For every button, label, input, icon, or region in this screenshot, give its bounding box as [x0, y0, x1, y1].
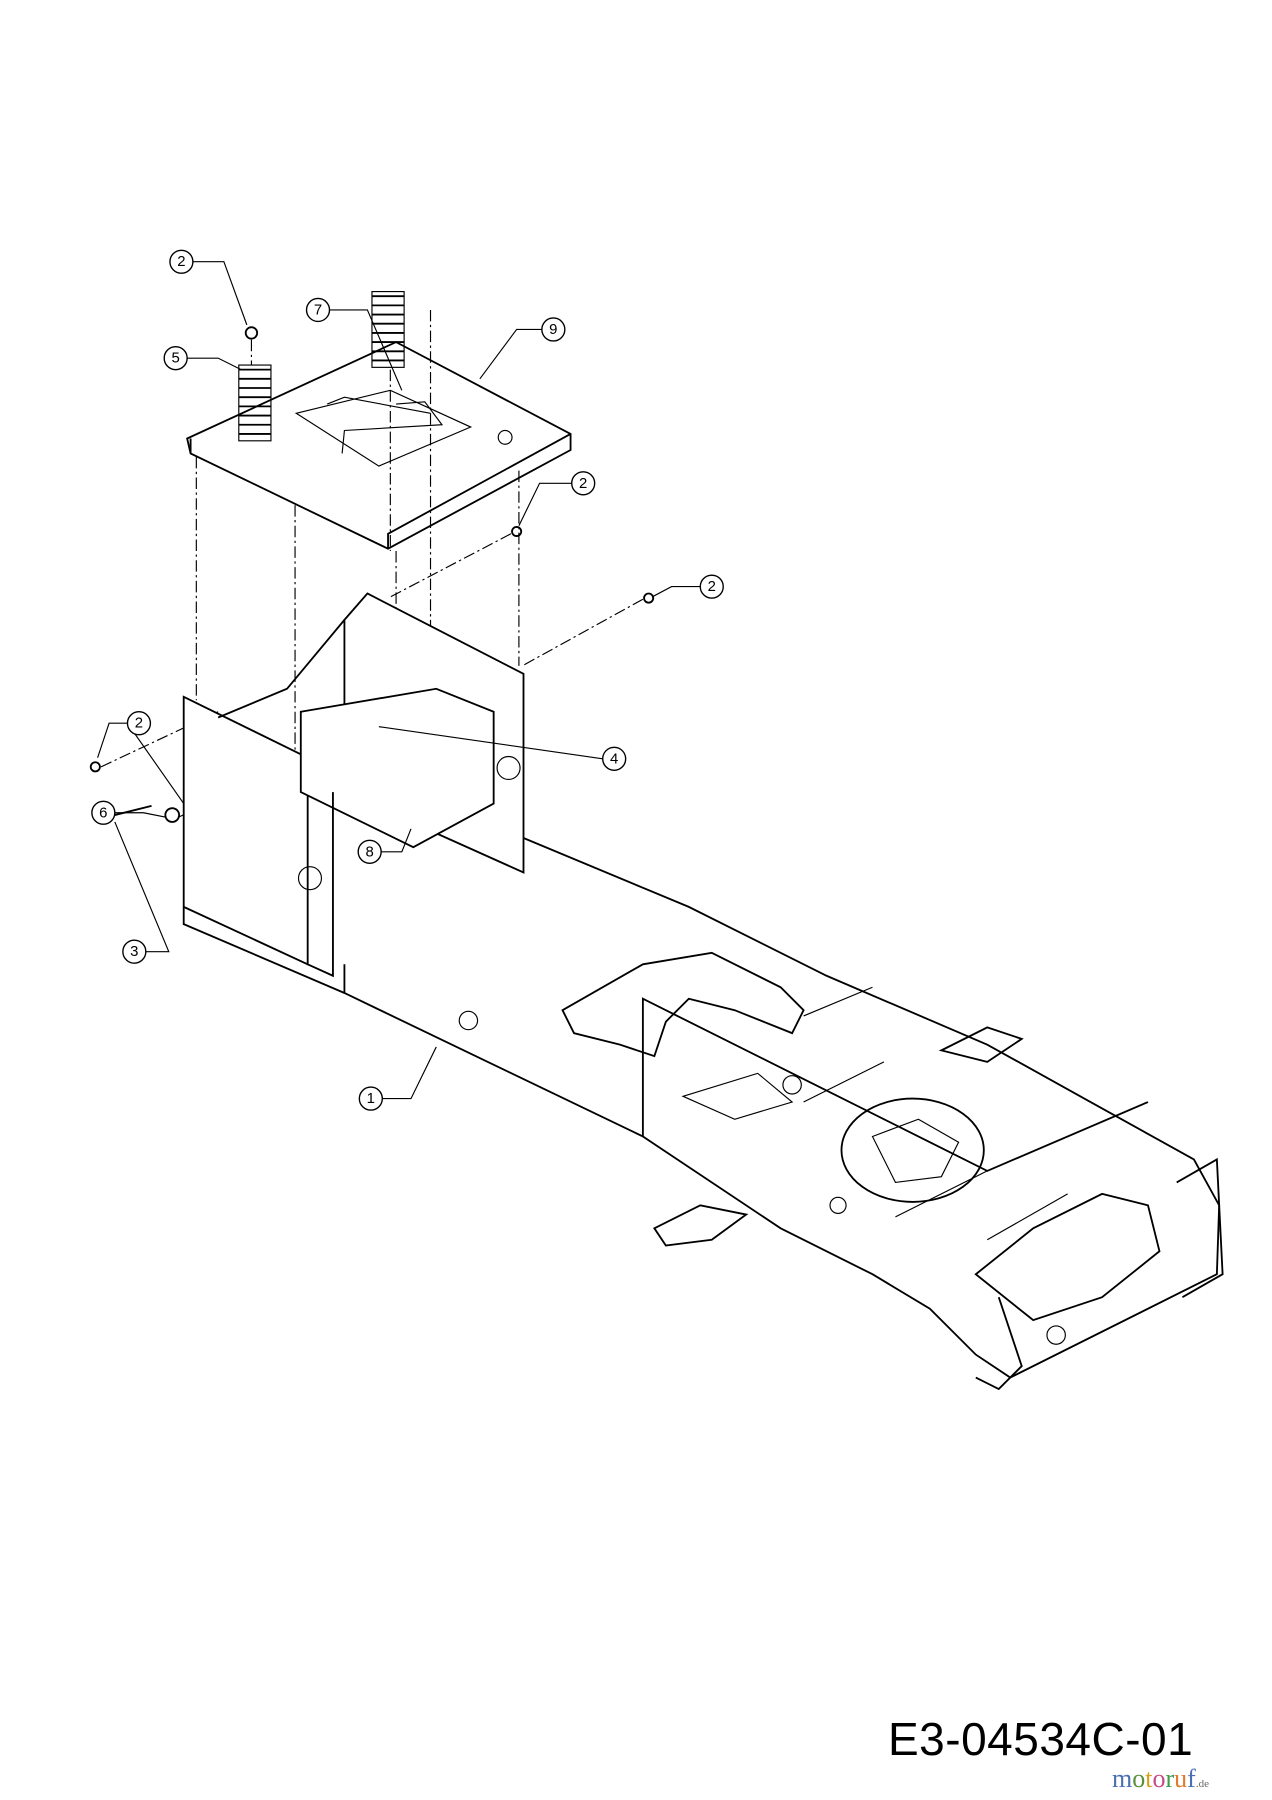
svg-text:7: 7	[314, 301, 322, 318]
seat-wire	[341, 401, 444, 454]
callout-2: 2	[699, 574, 724, 599]
callout-6: 6	[91, 800, 116, 825]
svg-text:8: 8	[366, 843, 374, 860]
console-panel	[182, 592, 525, 978]
svg-text:1: 1	[367, 1090, 375, 1107]
motoruf-logo: motoruf.de	[1112, 1764, 1209, 1793]
svg-text:2: 2	[579, 475, 587, 492]
svg-text:9: 9	[549, 321, 557, 338]
svg-text:2: 2	[708, 578, 716, 595]
callout-7: 7	[305, 297, 331, 323]
callout-1: 1	[358, 1086, 383, 1111]
callout-2: 2	[571, 471, 596, 496]
drawing-code: E3-04534C-01	[888, 1713, 1194, 1765]
leader-lines	[97, 261, 701, 1100]
svg-text:4: 4	[610, 750, 618, 767]
callout-9: 9	[541, 317, 566, 342]
callout-4: 4	[602, 746, 627, 771]
seat-plate	[186, 341, 572, 550]
callout-5: 5	[163, 345, 188, 371]
svg-text:3: 3	[130, 943, 138, 960]
assembly-lines	[100, 309, 644, 818]
fasteners	[89, 326, 655, 823]
svg-text:2: 2	[177, 253, 185, 270]
svg-text:2: 2	[135, 715, 143, 732]
svg-text:6: 6	[99, 804, 107, 821]
seat-spring-right	[371, 291, 405, 368]
svg-text:5: 5	[172, 350, 180, 367]
main-frame	[182, 837, 1224, 1391]
callout-2: 2	[169, 249, 194, 274]
seat-spring-left	[238, 364, 272, 442]
callout-2: 2	[126, 711, 152, 736]
callout-8: 8	[357, 839, 382, 864]
callout-3: 3	[122, 939, 147, 964]
